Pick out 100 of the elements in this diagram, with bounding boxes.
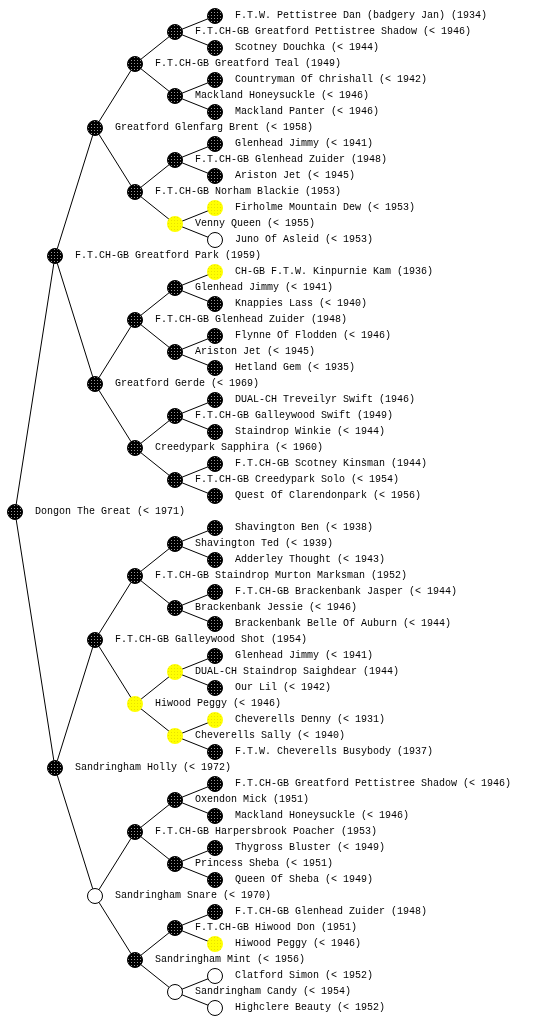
pedigree-name: Quest Of Clarendonpark (< 1956) [235, 490, 422, 502]
connector-line [15, 518, 55, 762]
connector-line [181, 18, 209, 30]
connector-line [56, 262, 94, 378]
connector-line [140, 708, 170, 732]
connector-line [181, 210, 209, 222]
pedigree-name: Cheverells Sally (< 1940) [195, 730, 346, 742]
pedigree-name: Sandringham Holly (< 1972) [75, 762, 232, 774]
pedigree-name: F.T.CH-GB Glenhead Zuider (1948) [235, 906, 428, 918]
pedigree-name: F.T.CH-GB Creedypark Solo (< 1954) [195, 474, 400, 486]
pedigree-name: Cheverells Denny (< 1931) [235, 714, 386, 726]
pedigree-name: Sandringham Snare (< 1970) [115, 890, 272, 902]
connector-line [140, 548, 170, 572]
pedigree-name: Hetland Gem (< 1935) [235, 362, 356, 374]
pedigree-name: Glenhead Jimmy (< 1941) [235, 138, 374, 150]
connector-line [181, 674, 209, 686]
pedigree-name: Scotney Douchka (< 1944) [235, 42, 380, 54]
connector-line [181, 338, 209, 350]
connector-line [140, 292, 170, 316]
connector-line [98, 581, 132, 635]
pedigree-name: Sandringham Mint (< 1956) [155, 954, 306, 966]
connector-line [98, 645, 132, 699]
connector-line [56, 646, 94, 762]
pedigree-name: Glenhead Jimmy (< 1941) [235, 650, 374, 662]
pedigree-name: Shavington Ted (< 1939) [195, 538, 334, 550]
connector-line [140, 324, 170, 348]
pedigree-name: Our Lil (< 1942) [235, 682, 331, 694]
pedigree-name: F.T.CH-GB Greatford Pettistree Shadow (< 1946) [195, 26, 472, 38]
pedigree-name: Ariston Jet (< 1945) [195, 346, 316, 358]
connector-line [98, 69, 132, 123]
pedigree-name: Firholme Mountain Dew (< 1953) [235, 202, 416, 214]
connector-line [181, 546, 209, 558]
pedigree-name: Ariston Jet (< 1945) [235, 170, 356, 182]
pedigree-name: Venny Queen (< 1955) [195, 218, 316, 230]
connector-line [56, 774, 94, 890]
connector-line [181, 850, 209, 862]
pedigree-name: F.T.CH-GB Staindrop Murton Marksman (1952) [155, 570, 408, 582]
pedigree-name: Hiwood Peggy (< 1946) [235, 938, 362, 950]
connector-line [181, 482, 209, 494]
connector-line [140, 420, 170, 444]
pedigree-name: F.T.CH-GB Scotney Kinsman (1944) [235, 458, 428, 470]
pedigree-name: Dongon The Great (< 1971) [35, 506, 186, 518]
connector-line [181, 354, 209, 366]
connector-line [181, 530, 209, 542]
pedigree-name: F.T.W. Pettistree Dan (badgery Jan) (1934) [235, 10, 488, 22]
pedigree-name: Hiwood Peggy (< 1946) [155, 698, 282, 710]
pedigree-name: Staindrop Winkie (< 1944) [235, 426, 386, 438]
connector-line [181, 274, 209, 286]
connector-line [140, 68, 170, 92]
connector-line [140, 836, 170, 860]
connector-line [98, 389, 132, 443]
pedigree-name: F.T.CH-GB Greatford Teal (1949) [155, 58, 342, 70]
connector-line [140, 804, 170, 828]
pedigree-name: Countryman Of Chrishall (< 1942) [235, 74, 428, 86]
pedigree-name: Queen Of Sheba (< 1949) [235, 874, 374, 886]
pedigree-name: DUAL-CH Staindrop Saighdear (1944) [195, 666, 400, 678]
connector-line [140, 36, 170, 60]
connector-line [181, 82, 209, 94]
connector-line [140, 196, 170, 220]
pedigree-name: F.T.CH-GB Glenhead Zuider (1948) [155, 314, 348, 326]
connector-line [181, 610, 209, 622]
connector-line [181, 162, 209, 174]
connector-line [181, 466, 209, 478]
connector-line [181, 866, 209, 878]
pedigree-name: F.T.CH-GB Greatford Park (1959) [75, 250, 262, 262]
connector-line [181, 402, 209, 414]
pedigree-name: Sandringham Candy (< 1954) [195, 986, 352, 998]
connector-line [181, 802, 209, 814]
connector-line [181, 594, 209, 606]
pedigree-name: F.T.CH-GB Brackenbank Jasper (< 1944) [235, 586, 458, 598]
pedigree-name: F.T.CH-GB Greatford Pettistree Shadow (< 1946) [235, 778, 512, 790]
pedigree-name: F.T.CH-GB Glenhead Zuider (1948) [195, 154, 388, 166]
pedigree-name: Oxendon Mick (1951) [195, 794, 310, 806]
connector-line [140, 164, 170, 188]
connector-line [140, 932, 170, 956]
pedigree-name: Adderley Thought (< 1943) [235, 554, 386, 566]
connector-line [56, 134, 94, 250]
pedigree-name: Juno Of Asleid (< 1953) [235, 234, 374, 246]
pedigree-name: Greatford Gerde (< 1969) [115, 378, 260, 390]
pedigree-name: Glenhead Jimmy (< 1941) [195, 282, 334, 294]
pedigree-name: Clatford Simon (< 1952) [235, 970, 374, 982]
pedigree-name: CH-GB F.T.W. Kinpurnie Kam (1936) [235, 266, 434, 278]
pedigree-name: F.T.CH-GB Hiwood Don (1951) [195, 922, 358, 934]
connector-line [181, 146, 209, 158]
pedigree-name: Thygross Bluster (< 1949) [235, 842, 386, 854]
pedigree-name: Mackland Honeysuckle (< 1946) [235, 810, 410, 822]
pedigree-name: F.T.CH-GB Galleywood Swift (1949) [195, 410, 394, 422]
connector-line [98, 901, 132, 955]
pedigree-name: Flynne Of Flodden (< 1946) [235, 330, 392, 342]
connector-line [181, 994, 209, 1006]
connector-line [181, 290, 209, 302]
pedigree-name: Brackenbank Jessie (< 1946) [195, 602, 358, 614]
connector-line [181, 98, 209, 110]
connector-line [181, 786, 209, 798]
pedigree-name: Princess Sheba (< 1951) [195, 858, 334, 870]
connector-line [98, 325, 132, 379]
pedigree-name: F.T.CH-GB Galleywood Shot (1954) [115, 634, 308, 646]
pedigree-name: Creedypark Sapphira (< 1960) [155, 442, 324, 454]
connector-line [140, 580, 170, 604]
pedigree-name: F.T.CH-GB Norham Blackie (1953) [155, 186, 342, 198]
